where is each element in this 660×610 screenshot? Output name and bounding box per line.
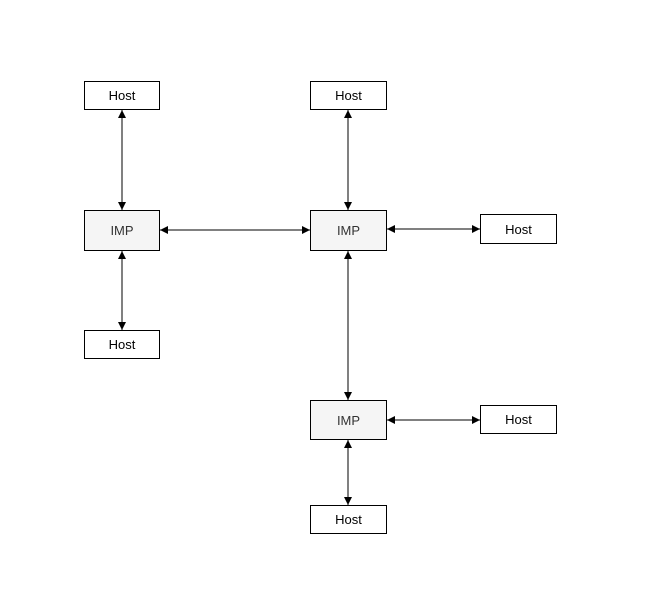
node-host-bottom-center[interactable]: Host <box>310 505 387 534</box>
node-label: Host <box>335 88 362 103</box>
node-imp-left[interactable]: IMP <box>84 210 160 251</box>
node-label: Host <box>108 337 136 352</box>
node-host-bottom-left[interactable]: Host <box>84 330 160 359</box>
node-label: IMP <box>336 412 361 428</box>
node-imp-lower[interactable]: IMP <box>310 400 387 440</box>
node-label: Host <box>505 412 532 427</box>
node-label: Host <box>335 512 362 527</box>
node-label: IMP <box>110 223 134 238</box>
edges-group <box>118 110 480 505</box>
node-host-right-lower[interactable]: Host <box>480 405 557 434</box>
node-host-right-upper[interactable]: Host <box>480 214 557 244</box>
node-imp-center[interactable]: IMP <box>310 210 387 251</box>
node-label: IMP <box>336 223 361 238</box>
node-host-top-left[interactable]: Host <box>84 81 160 110</box>
node-host-top-center[interactable]: Host <box>310 81 387 110</box>
node-label: Host <box>108 88 136 103</box>
node-label: Host <box>505 221 532 237</box>
